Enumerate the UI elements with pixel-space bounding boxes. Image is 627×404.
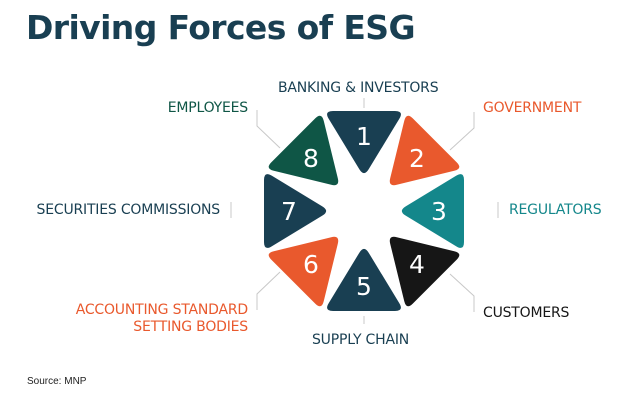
segment-number-4: 4 <box>409 250 425 279</box>
connector-lines <box>230 98 499 324</box>
label-accounting-standard-setting-bodies: ACCOUNTING STANDARD SETTING BODIES <box>75 302 248 335</box>
segment-number-3: 3 <box>431 197 447 226</box>
segment-shape-3 <box>401 174 464 248</box>
segment-number-7: 7 <box>281 197 297 226</box>
segment-government: 2 <box>389 115 460 186</box>
segment-shape-8 <box>268 115 339 186</box>
segment-customers: 4 <box>389 236 460 307</box>
label-government: GOVERNMENT <box>483 100 582 116</box>
segment-number-8: 8 <box>303 144 319 173</box>
label-securities-commissions: SECURITIES COMMISSIONS <box>36 202 221 218</box>
segment-shape-6 <box>268 236 339 307</box>
connector-line-4 <box>449 273 475 312</box>
segment-shape-1 <box>327 111 401 174</box>
segment-banking-investors: 1 <box>327 111 401 174</box>
label-customers: CUSTOMERS <box>483 305 570 321</box>
connector-line-2 <box>449 112 475 151</box>
label-supply-chain: SUPPLY CHAIN <box>312 332 410 348</box>
segment-securities-commissions: 7 <box>264 174 327 248</box>
segment-supply-chain: 5 <box>327 248 401 311</box>
connector-line-8 <box>256 110 281 149</box>
segment-number-6: 6 <box>303 250 319 279</box>
segment-shape-7 <box>264 174 327 248</box>
segment-shape-4 <box>389 236 460 307</box>
segment-accounting-standard-setting-bodies: 6 <box>268 236 339 307</box>
label-regulators: REGULATORS <box>509 202 602 218</box>
segment-shape-2 <box>389 115 460 186</box>
source-note: Source: MNP <box>27 376 87 387</box>
segment-regulators: 3 <box>401 174 464 248</box>
segment-number-2: 2 <box>409 144 425 173</box>
segment-number-5: 5 <box>356 272 372 301</box>
connector-line-6 <box>256 271 281 310</box>
segment-employees: 8 <box>268 115 339 186</box>
label-employees: EMPLOYEES <box>167 100 248 116</box>
segment-number-1: 1 <box>356 122 372 151</box>
label-banking-investors: BANKING & INVESTORS <box>278 80 439 96</box>
page-title: Driving Forces of ESG <box>26 8 416 47</box>
segment-shape-5 <box>327 248 401 311</box>
